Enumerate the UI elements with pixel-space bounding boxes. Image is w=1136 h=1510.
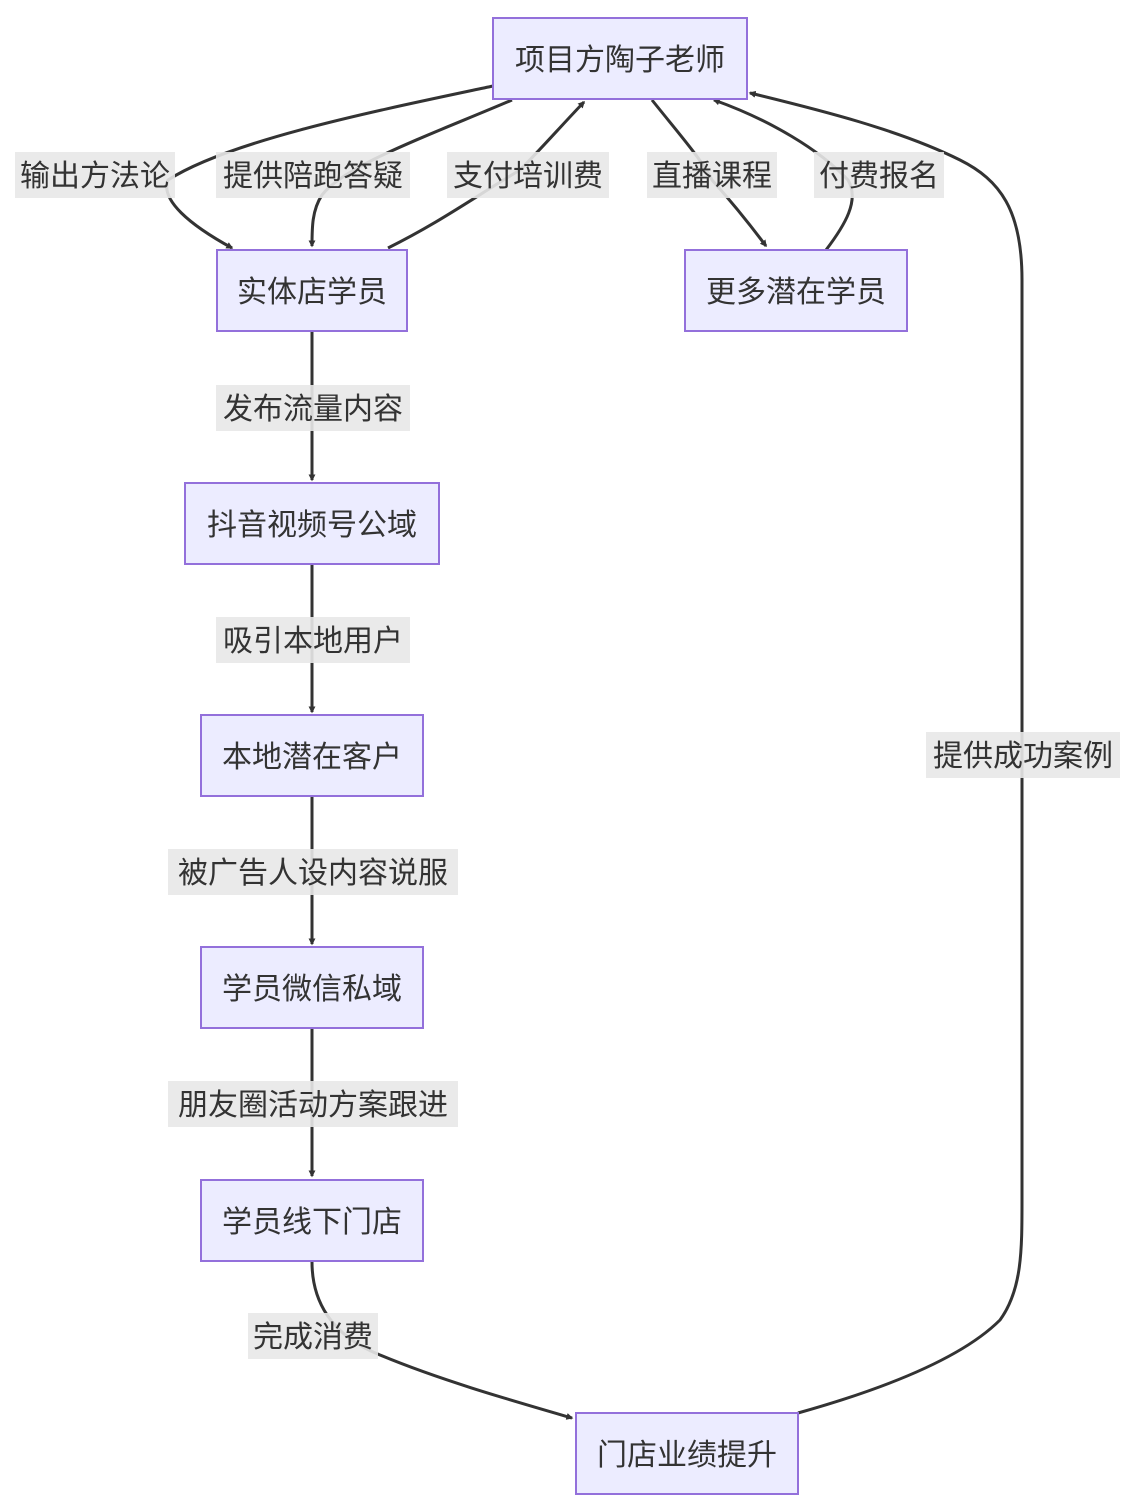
edge-offline-to-performance: [310, 1261, 574, 1420]
svg-text:输出方法论: 输出方法论: [20, 159, 170, 194]
svg-text:抖音视频号公域: 抖音视频号公域: [207, 508, 417, 543]
node-performance: 门店业绩提升: [575, 1412, 799, 1495]
svg-text:学员微信私域: 学员微信私域: [222, 972, 402, 1007]
node-store-student: 实体店学员: [216, 249, 408, 332]
node-potential-students: 更多潜在学员: [684, 249, 908, 332]
edge-label-success-cases: 提供成功案例: [926, 732, 1120, 778]
svg-text:支付培训费: 支付培训费: [453, 159, 603, 194]
edge-label-publish-content: 发布流量内容: [216, 385, 410, 431]
node-local-customers: 本地潜在客户: [200, 714, 424, 797]
svg-text:付费报名: 付费报名: [819, 159, 939, 194]
edge-teacher-to-store-output-method: [165, 84, 494, 250]
svg-text:学员线下门店: 学员线下门店: [222, 1205, 402, 1240]
edge-label-persuaded: 被广告人设内容说服: [168, 849, 458, 895]
svg-text:朋友圈活动方案跟进: 朋友圈活动方案跟进: [178, 1088, 448, 1123]
svg-text:提供陪跑答疑: 提供陪跑答疑: [223, 159, 403, 194]
node-teacher: 项目方陶子老师: [492, 17, 748, 100]
edge-label-live-course: 直播课程: [647, 152, 777, 198]
svg-text:项目方陶子老师: 项目方陶子老师: [515, 43, 725, 78]
edge-label-pay-fee: 支付培训费: [447, 152, 609, 198]
svg-text:直播课程: 直播课程: [652, 159, 772, 194]
node-offline-store: 学员线下门店: [200, 1179, 424, 1262]
svg-text:更多潜在学员: 更多潜在学员: [706, 275, 886, 310]
svg-text:门店业绩提升: 门店业绩提升: [597, 1438, 777, 1473]
edge-label-consume: 完成消费: [248, 1313, 378, 1359]
svg-text:提供成功案例: 提供成功案例: [933, 739, 1113, 774]
svg-text:吸引本地用户: 吸引本地用户: [223, 624, 403, 659]
svg-text:被广告人设内容说服: 被广告人设内容说服: [178, 856, 448, 891]
svg-text:发布流量内容: 发布流量内容: [223, 392, 403, 427]
svg-text:完成消费: 完成消费: [253, 1320, 373, 1355]
edge-label-output-method: 输出方法论: [15, 152, 175, 198]
edge-label-moments-followup: 朋友圈活动方案跟进: [168, 1081, 458, 1127]
edge-label-paid-signup: 付费报名: [814, 152, 944, 198]
edge-label-provide-support: 提供陪跑答疑: [216, 152, 410, 198]
svg-text:实体店学员: 实体店学员: [237, 275, 387, 310]
svg-text:本地潜在客户: 本地潜在客户: [222, 740, 402, 775]
node-private-domain: 学员微信私域: [200, 946, 424, 1029]
node-public-domain: 抖音视频号公域: [184, 482, 440, 565]
edge-label-attract-users: 吸引本地用户: [216, 617, 410, 663]
